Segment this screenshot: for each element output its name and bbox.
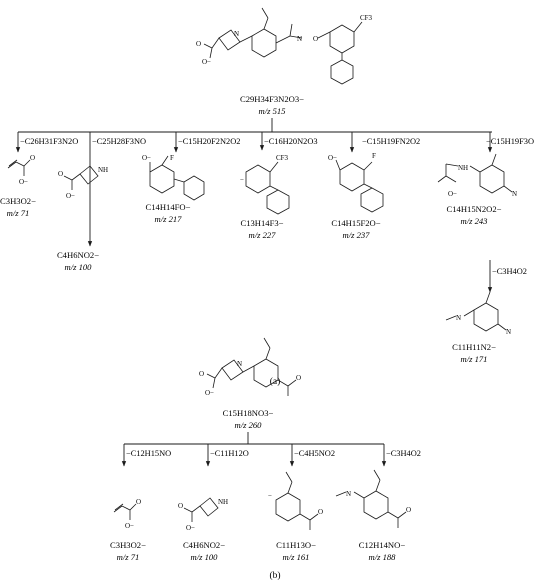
product-mz-a-237: m/z 237 <box>343 230 371 240</box>
loss-a-2: −C25H28F3NO <box>92 137 146 146</box>
precursor-formula-b: C15H18NO3− <box>223 408 274 418</box>
loss-a-6: −C15H19F3O <box>486 137 534 146</box>
atom-o: O <box>406 506 411 514</box>
product-mz-a-217: m/z 217 <box>155 214 183 224</box>
product-formula-a-237: C14H15F2O− <box>331 218 380 228</box>
loss-b-3: −C4H5NO2 <box>294 449 335 458</box>
atom-nh: NH <box>98 166 108 174</box>
product-formula-b-71: C3H3O2− <box>110 540 146 550</box>
atom-o-minus: O− <box>448 190 457 198</box>
panel-a: N O O− N O CF3 C29H34F3N2O3− m/z 515 −C2… <box>0 7 534 387</box>
atom-o-minus: O− <box>202 58 211 66</box>
product-mz-b-161: m/z 161 <box>283 552 310 562</box>
atom-f: F <box>372 152 376 160</box>
atom-o: O <box>199 370 204 378</box>
loss-b-2: −C11H12O <box>210 449 249 458</box>
atom-minus: − <box>240 176 244 184</box>
atom-o-minus: O− <box>205 389 214 397</box>
atom-n: N <box>346 490 351 498</box>
atom-n: N <box>512 190 517 198</box>
product-formula-a-217: C14H14FO− <box>146 202 191 212</box>
loss-a-5: −C15H19FN2O2 <box>362 137 420 146</box>
atom-o-minus: O− <box>328 154 337 162</box>
product-mz-a-227: m/z 227 <box>249 230 277 240</box>
loss-b-4: −C3H4O2 <box>386 449 421 458</box>
atom-cf3: CF3 <box>276 154 289 162</box>
precursor-mz-b: m/z 260 <box>235 420 263 430</box>
tree-b <box>121 432 387 467</box>
atom-nh: NH <box>218 498 228 506</box>
atom-n: N <box>456 314 461 322</box>
panel-b: N O O− O C15H18NO3− m/z 260 −C12H15NO −C… <box>110 337 421 581</box>
product-mz-b-100: m/z 100 <box>191 552 219 562</box>
loss-a-4: −C16H20N2O3 <box>264 137 318 146</box>
tree-a <box>15 118 493 293</box>
product-structure-a-217 <box>149 155 205 201</box>
atom-o-minus: O− <box>66 192 75 200</box>
product-mz-b-188: m/z 188 <box>369 552 397 562</box>
product-structure-a-100 <box>63 165 99 190</box>
product-mz-a-243: m/z 243 <box>461 216 488 226</box>
product-formula-a-171: C11H11N2− <box>452 342 496 352</box>
product-structure-b-161 <box>275 471 319 530</box>
product-mz-b-71: m/z 71 <box>117 552 140 562</box>
product-structure-a-71 <box>7 159 31 176</box>
atom-minus: − <box>268 492 272 500</box>
loss-b-1: −C12H15NO <box>126 449 171 458</box>
product-structure-a-171 <box>445 291 507 332</box>
atom-o-minus: O− <box>125 522 134 530</box>
atom-o-oxime: O <box>313 35 318 43</box>
product-structure-a-243 <box>437 153 513 194</box>
precursor-structure-a <box>203 7 363 85</box>
atom-nh: NH <box>458 164 468 172</box>
precursor-structure-b <box>206 337 297 396</box>
product-structure-b-100 <box>183 497 219 522</box>
atom-n: N <box>506 328 511 336</box>
atom-o: O <box>196 40 201 48</box>
product-formula-b-161: C11H13O− <box>276 540 316 550</box>
atom-o-minus: O− <box>186 524 195 532</box>
atom-o: O <box>296 374 301 382</box>
panel-label-b: (b) <box>269 570 280 581</box>
atom-n: N <box>234 30 239 38</box>
atom-o-minus: O− <box>19 178 28 186</box>
atom-n-oxime: N <box>297 35 302 43</box>
product-formula-a-71: C3H3O2− <box>0 196 36 206</box>
loss-a-7: −C3H4O2 <box>492 267 527 276</box>
loss-a-3: −C15H20F2N2O2 <box>178 137 240 146</box>
atom-cf3: CF3 <box>360 14 373 22</box>
atom-f: F <box>170 154 174 162</box>
product-formula-a-227: C13H14F3− <box>240 218 283 228</box>
atom-o: O <box>136 498 141 506</box>
product-structure-b-188 <box>335 469 407 528</box>
product-mz-a-71: m/z 71 <box>7 208 30 218</box>
precursor-mz-a: m/z 515 <box>259 106 287 116</box>
product-structure-a-227 <box>245 161 290 215</box>
product-formula-a-100: C4H6NO2− <box>57 250 99 260</box>
atom-o: O <box>318 508 323 516</box>
atom-o: O <box>178 502 183 510</box>
atom-o-minus: O− <box>142 154 151 162</box>
product-formula-a-243: C14H15N2O2− <box>447 204 502 214</box>
product-mz-a-100: m/z 100 <box>65 262 93 272</box>
precursor-formula-a: C29H34F3N2O3− <box>240 94 304 104</box>
product-structure-b-71 <box>113 503 137 520</box>
atom-o: O <box>30 154 35 162</box>
atom-o: O <box>58 170 63 178</box>
loss-a-1: −C26H31F3N2O <box>20 137 78 146</box>
product-formula-b-188: C12H14NO− <box>359 540 406 550</box>
product-formula-b-100: C4H6NO2− <box>183 540 225 550</box>
product-structure-a-237 <box>335 159 384 213</box>
atom-n: N <box>237 360 242 368</box>
product-mz-a-171: m/z 171 <box>461 354 488 364</box>
